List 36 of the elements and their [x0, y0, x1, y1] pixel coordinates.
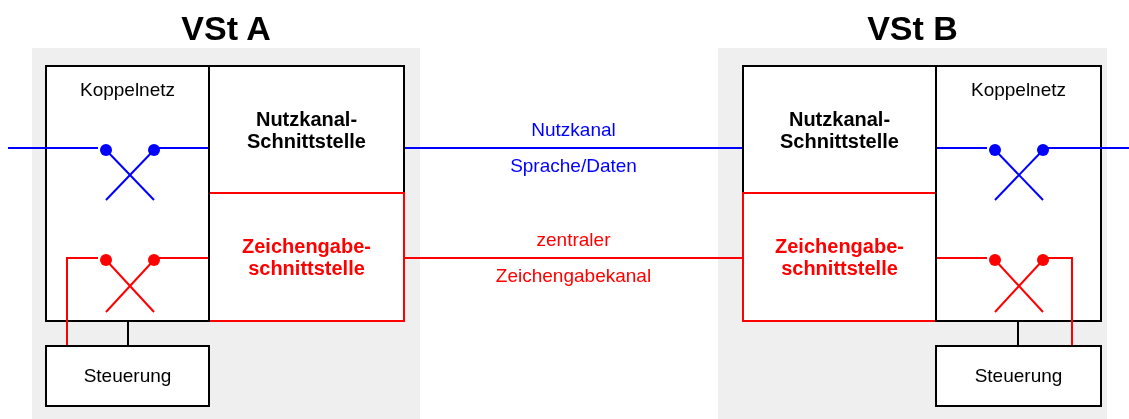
interface-label: Zeichengabe- schnittstelle [241, 235, 372, 279]
connector-line [1046, 257, 1073, 346]
box-label: Steuerung [83, 365, 172, 387]
connector-line [404, 147, 743, 149]
connector-line [936, 147, 988, 149]
connector-line [66, 257, 99, 346]
exchange-title: VSt B [866, 10, 959, 46]
edge-label: zentraler Zeichengabekanal [494, 228, 653, 288]
switch-symbol [989, 144, 1049, 202]
connector-line [936, 257, 988, 259]
interface-box [742, 192, 937, 322]
connector-line [7, 147, 99, 149]
switching-network-box [45, 65, 210, 322]
box-label: Koppelnetz [79, 79, 176, 101]
interface-label: Zeichengabe- schnittstelle [774, 235, 905, 279]
edge-label: Nutzkanal Sprache/Daten [509, 118, 638, 178]
box-label: Steuerung [974, 365, 1063, 387]
connector-line [404, 257, 743, 259]
box-label: Koppelnetz [970, 79, 1067, 101]
connector-line [157, 257, 209, 259]
switch-symbol [100, 254, 160, 314]
control-box [45, 345, 210, 407]
switch-symbol [100, 144, 160, 202]
connector-line [1046, 147, 1129, 149]
connector-line [1017, 321, 1019, 346]
interface-label: Nutzkanal- Schnittstelle [779, 107, 900, 152]
connector-line [127, 321, 129, 346]
interface-box [208, 192, 405, 322]
switch-symbol [989, 254, 1049, 314]
exchange-title: VSt A [180, 10, 272, 46]
control-box [935, 345, 1102, 407]
interface-box [742, 65, 937, 194]
connector-line [157, 147, 209, 149]
interface-label: Nutzkanal- Schnittstelle [246, 107, 367, 152]
switching-network-box [935, 65, 1102, 322]
interface-box [208, 65, 405, 194]
